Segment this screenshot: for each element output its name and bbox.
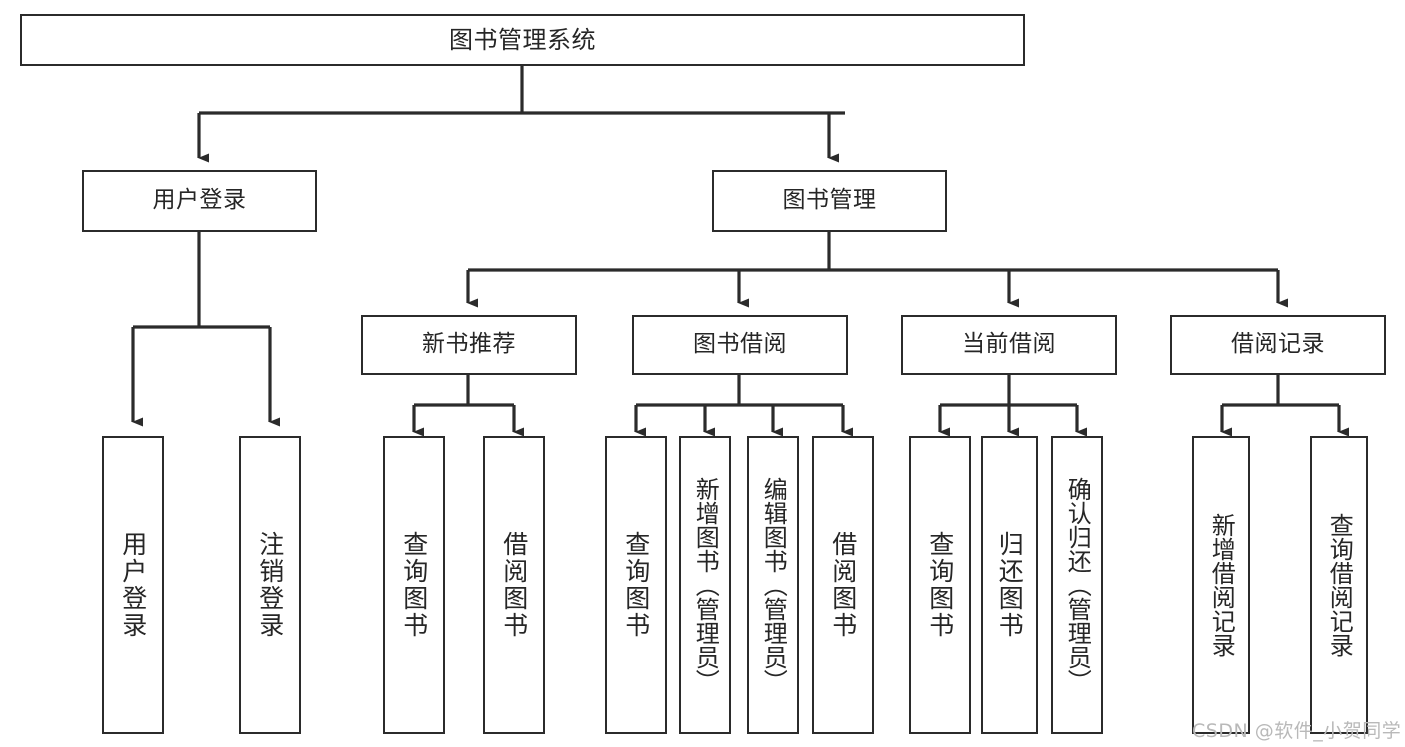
node-user-login-label: 用户登录 (152, 187, 247, 214)
node-leaf-user-login[interactable]: 用户登录 (102, 436, 164, 734)
node-leaf-record-add-record[interactable]: 新增借阅记录 (1192, 436, 1250, 734)
node-leaf-newbook-borrow-books-label: 借阅图书 (499, 531, 529, 639)
node-leaf-user-login-label: 用户登录 (118, 531, 148, 639)
node-leaf-borrow-edit-book-admin-label: 编辑图书（管理员） (759, 477, 788, 693)
node-book-borrow-label: 图书借阅 (693, 331, 787, 358)
node-book-management-label: 图书管理 (782, 187, 877, 214)
node-leaf-current-query-books[interactable]: 查询图书 (909, 436, 971, 734)
node-leaf-borrow-borrow-books-label: 借阅图书 (828, 531, 858, 639)
node-leaf-current-confirm-return-admin-label: 确认归还（管理员） (1063, 477, 1092, 693)
node-new-book-recommend[interactable]: 新书推荐 (361, 315, 577, 375)
node-leaf-newbook-query-books[interactable]: 查询图书 (383, 436, 445, 734)
node-leaf-current-return-books[interactable]: 归还图书 (981, 436, 1038, 734)
node-leaf-borrow-edit-book-admin[interactable]: 编辑图书（管理员） (747, 436, 799, 734)
node-leaf-newbook-query-books-label: 查询图书 (399, 531, 429, 639)
node-leaf-borrow-query-books[interactable]: 查询图书 (605, 436, 667, 734)
node-root-system-label: 图书管理系统 (449, 25, 596, 54)
node-root-system[interactable]: 图书管理系统 (20, 14, 1025, 66)
node-leaf-borrow-add-book-admin[interactable]: 新增图书（管理员） (679, 436, 731, 734)
node-leaf-current-confirm-return-admin[interactable]: 确认归还（管理员） (1051, 436, 1103, 734)
node-borrow-record[interactable]: 借阅记录 (1170, 315, 1386, 375)
node-leaf-current-return-books-label: 归还图书 (995, 531, 1025, 639)
node-user-login[interactable]: 用户登录 (82, 170, 317, 232)
node-new-book-recommend-label: 新书推荐 (422, 331, 516, 358)
node-leaf-record-query-record-label: 查询借阅记录 (1325, 513, 1354, 657)
node-leaf-record-query-record[interactable]: 查询借阅记录 (1310, 436, 1368, 734)
node-borrow-record-label: 借阅记录 (1231, 331, 1325, 358)
node-leaf-borrow-add-book-admin-label: 新增图书（管理员） (691, 477, 720, 693)
node-leaf-logout[interactable]: 注销登录 (239, 436, 301, 734)
node-leaf-borrow-borrow-books[interactable]: 借阅图书 (812, 436, 874, 734)
node-book-management[interactable]: 图书管理 (712, 170, 947, 232)
node-leaf-logout-label: 注销登录 (255, 531, 285, 639)
node-book-borrow[interactable]: 图书借阅 (632, 315, 848, 375)
node-current-borrow[interactable]: 当前借阅 (901, 315, 1117, 375)
node-leaf-record-add-record-label: 新增借阅记录 (1207, 513, 1236, 657)
node-leaf-newbook-borrow-books[interactable]: 借阅图书 (483, 436, 545, 734)
node-current-borrow-label: 当前借阅 (962, 331, 1056, 358)
node-leaf-current-query-books-label: 查询图书 (925, 531, 955, 639)
node-leaf-borrow-query-books-label: 查询图书 (621, 531, 651, 639)
csdn-watermark: CSDN @软件_小贺同学 (1192, 720, 1402, 742)
